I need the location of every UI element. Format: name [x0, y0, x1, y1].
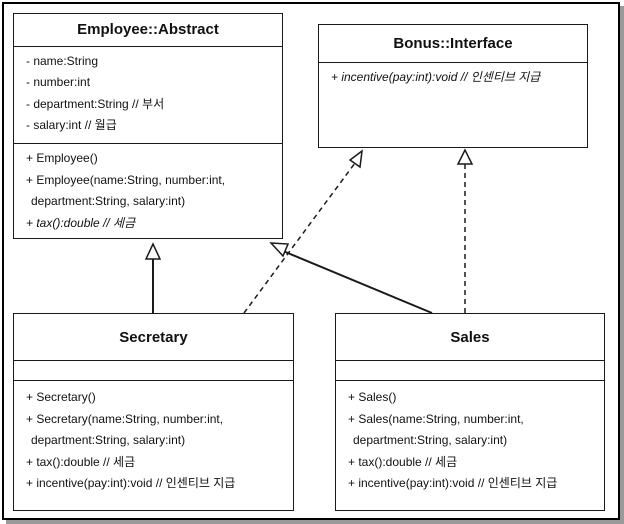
class-secretary-attributes: [14, 361, 293, 381]
method-secretary-default: + Secretary(): [26, 390, 96, 404]
method-sales-tax: + tax():double // 세금: [348, 454, 458, 469]
class-employee-methods: + Employee() + Employee(name:String, num…: [14, 144, 282, 238]
attribute-salary: - salary:int // 월급: [26, 118, 117, 133]
class-employee-title: Employee::Abstract: [14, 14, 282, 47]
attribute-number: - number:int: [26, 75, 91, 90]
class-secretary-methods: + Secretary() + Secretary(name:String, n…: [14, 381, 293, 510]
class-sales-title: Sales: [336, 314, 604, 361]
attribute-name: - name:String: [26, 53, 99, 68]
method-sales-full-cont: department:String, salary:int): [353, 433, 508, 447]
method-tax-abstract: + tax():double // 세금: [26, 215, 136, 230]
interface-bonus-title: Bonus::Interface: [319, 25, 587, 63]
class-employee: Employee::Abstract - name:String - numbe…: [13, 13, 283, 239]
class-sales-attributes: [336, 361, 604, 381]
interface-bonus: Bonus::Interface + incentive(pay:int):vo…: [318, 24, 588, 148]
method-incentive-abstract: + incentive(pay:int):void // 인센티브 지급: [331, 70, 541, 84]
method-employee-default: + Employee(): [26, 151, 98, 165]
method-sales-default: + Sales(): [348, 390, 397, 404]
class-sales: Sales + Sales() + Sales(name:String, num…: [335, 313, 605, 511]
method-sales-full: + Sales(name:String, number:int,: [348, 411, 524, 426]
class-employee-attributes: - name:String - number:int - department:…: [14, 47, 282, 144]
method-employee-full: + Employee(name:String, number:int,: [26, 172, 226, 187]
method-secretary-full-cont: department:String, salary:int): [31, 433, 186, 447]
method-employee-full-cont: department:String, salary:int): [31, 194, 186, 208]
method-secretary-incentive: + incentive(pay:int):void // 인센티브 지급: [26, 476, 236, 490]
method-secretary-full: + Secretary(name:String, number:int,: [26, 411, 224, 426]
method-sales-incentive: + incentive(pay:int):void // 인센티브 지급: [348, 476, 558, 490]
interface-bonus-methods: + incentive(pay:int):void // 인센티브 지급: [319, 63, 587, 147]
class-secretary: Secretary + Secretary() + Secretary(name…: [13, 313, 294, 511]
class-sales-methods: + Sales() + Sales(name:String, number:in…: [336, 381, 604, 510]
attribute-department: - department:String // 부서: [26, 96, 165, 111]
class-secretary-title: Secretary: [14, 314, 293, 361]
method-secretary-tax: + tax():double // 세금: [26, 454, 136, 469]
